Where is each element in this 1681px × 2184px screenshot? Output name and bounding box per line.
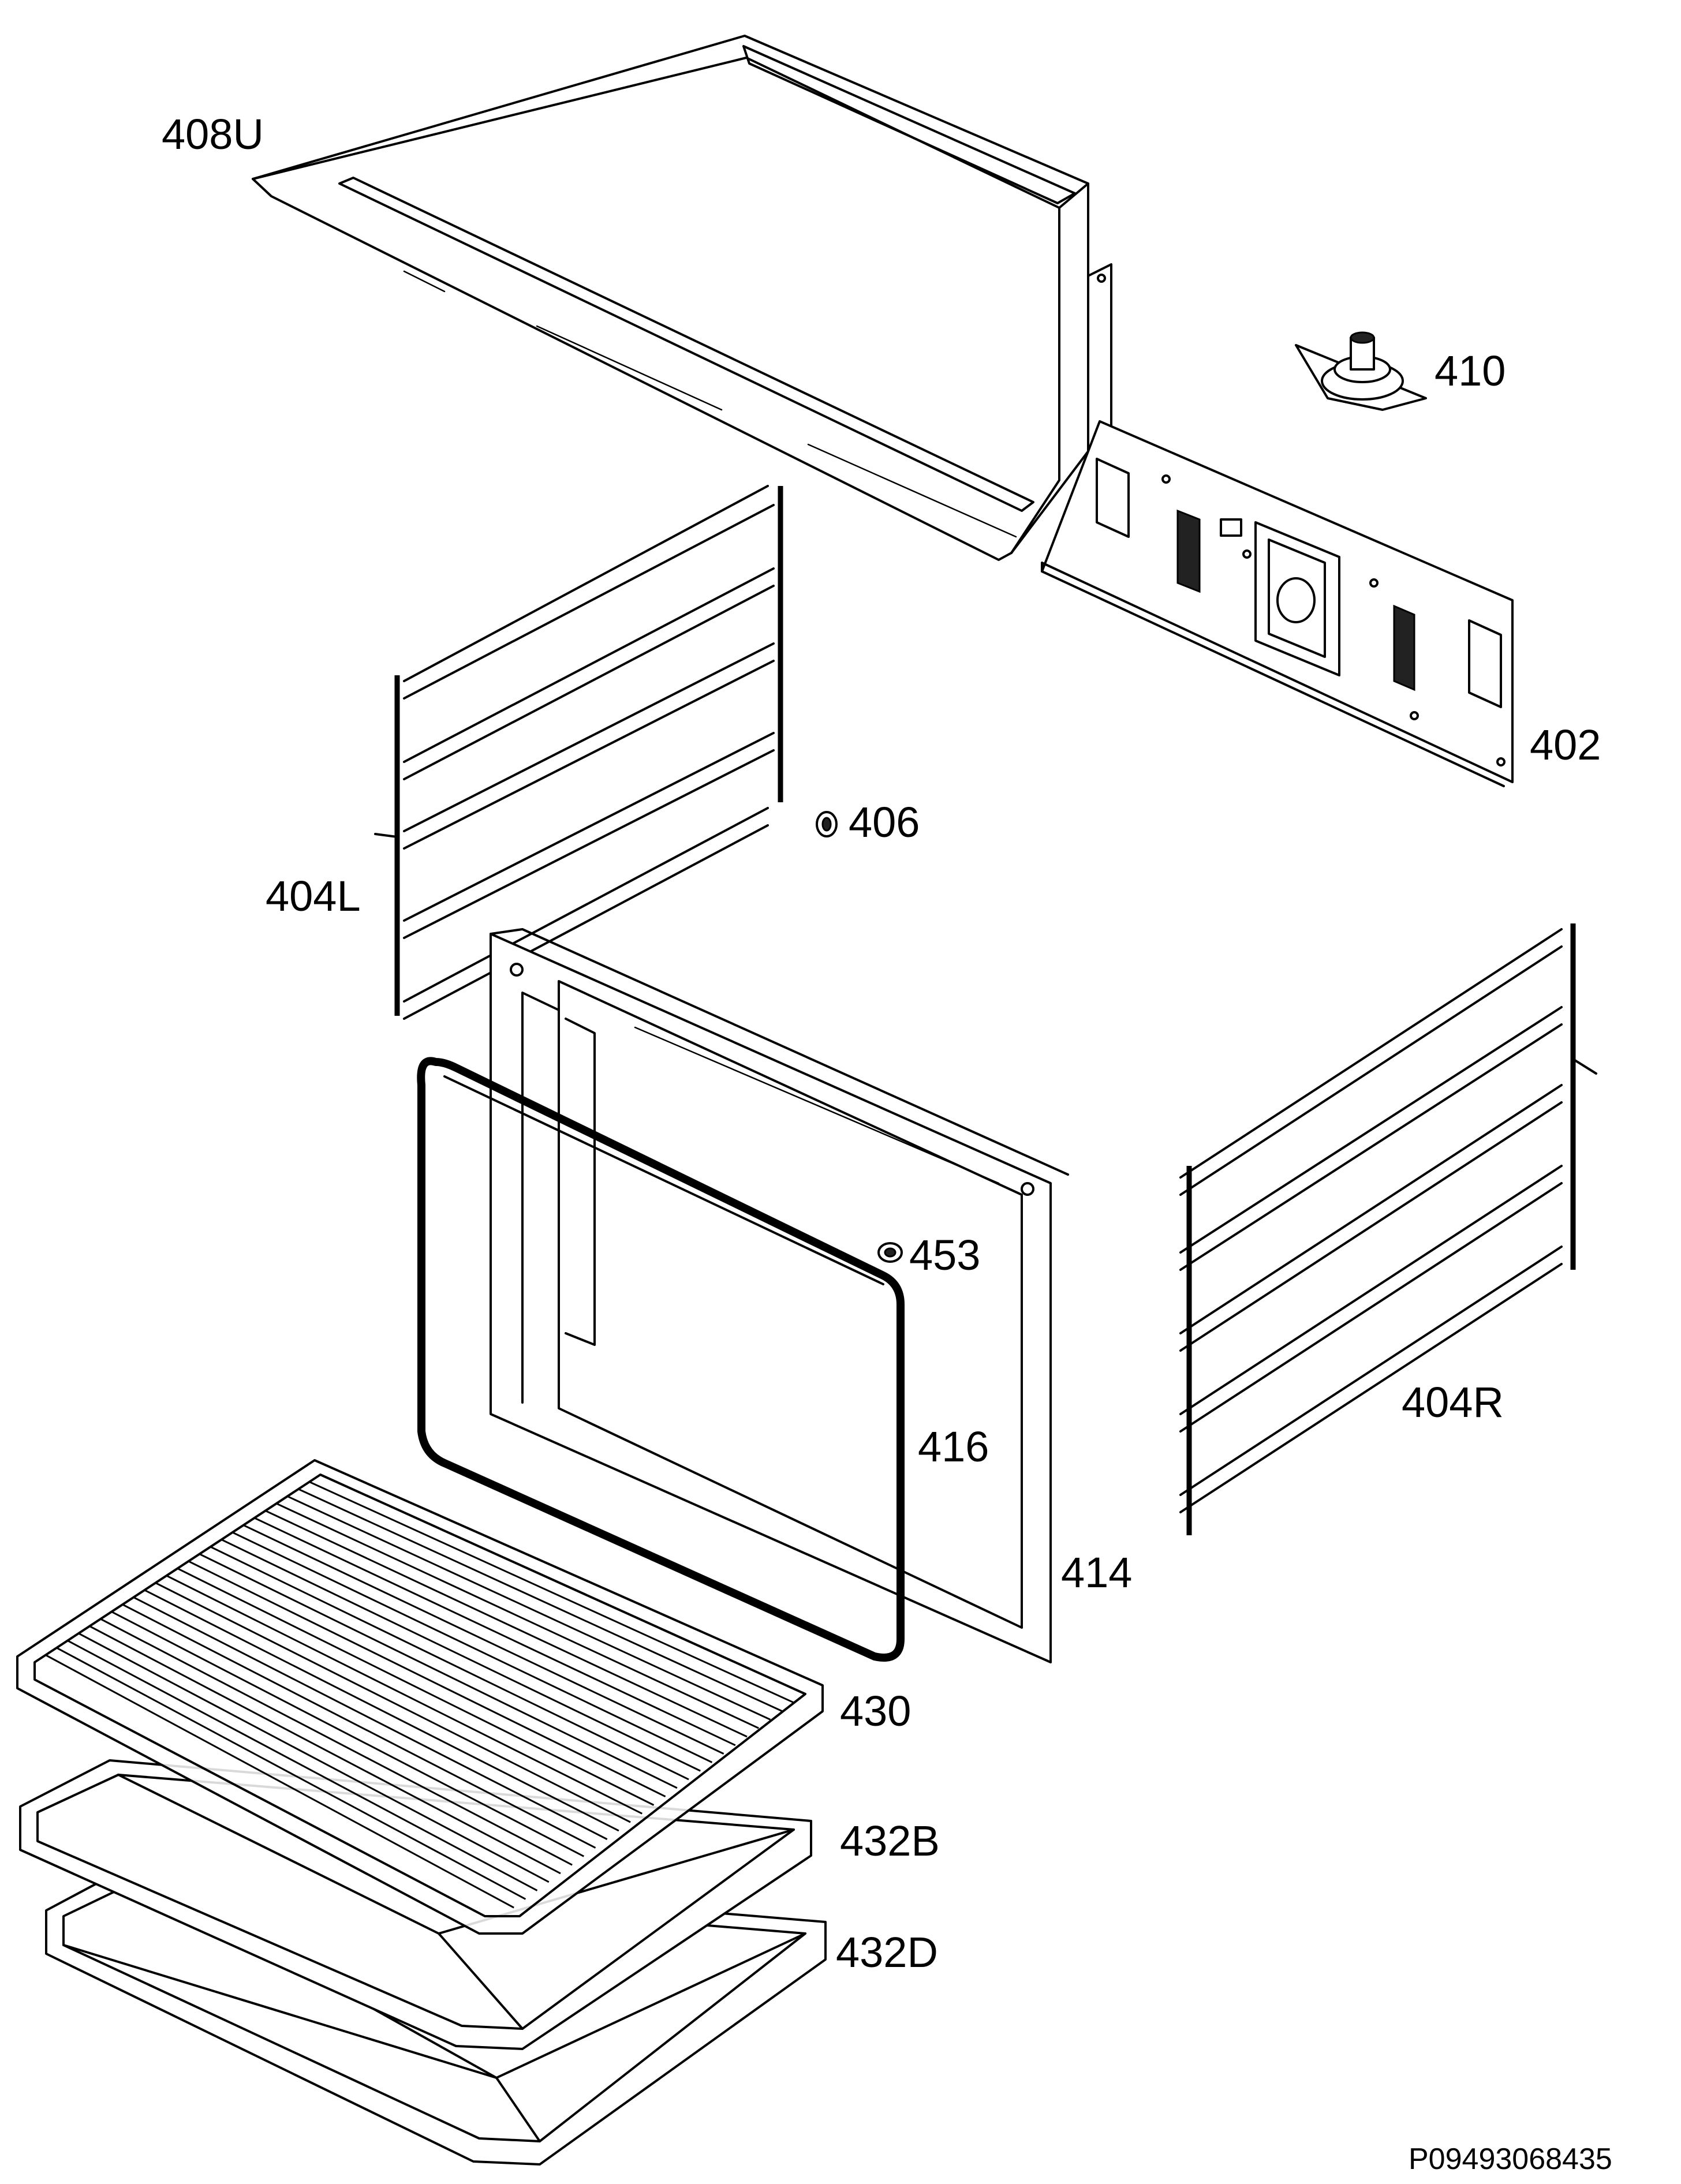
wire-bar [221,1539,701,1772]
part-402-back-panel [1041,420,1514,787]
wire-bar [243,1524,724,1755]
wire-bar [89,1625,561,1875]
wire-bar [155,1582,631,1823]
label-453: 453 [909,1231,980,1279]
wire-bar [144,1589,619,1832]
label-404l: 404L [266,872,361,920]
wire-bar [287,1495,771,1721]
wire-bar [133,1596,608,1841]
wire-bar [111,1611,585,1857]
wire-bar [122,1603,596,1849]
wire-bar [199,1553,678,1789]
label-432b: 432B [840,1817,940,1865]
wire-bar [67,1640,538,1891]
part-416-door-gasket [417,1057,905,1662]
drawing-code: P09493068435 [1409,2142,1612,2176]
wire-bar [276,1502,759,1729]
wire-bar [166,1575,642,1815]
wire-shelf-bars [45,1481,794,1909]
wire-bar [210,1546,689,1781]
wire-bar [265,1510,748,1738]
part-406-small-clip [816,811,838,837]
wire-bar [232,1531,713,1763]
wire-bar [309,1481,794,1704]
label-406: 406 [849,798,920,846]
label-416: 416 [918,1423,989,1471]
wire-bar [298,1488,783,1712]
label-410: 410 [1435,347,1506,395]
wire-bar [254,1517,736,1747]
wire-bar [45,1654,514,1909]
part-408u-top-panel [252,35,1112,561]
label-402: 402 [1530,721,1601,769]
part-410-motor-mount [1295,331,1427,411]
label-404r: 404R [1402,1378,1504,1426]
wire-bar [177,1568,655,1806]
wire-bar [100,1618,573,1866]
wire-bar [78,1632,550,1883]
wire-bar [56,1647,526,1900]
part-430-wire-grid-shelf [16,1459,824,1935]
part-404l-left-shelf-support [374,485,783,1020]
label-432d: 432D [836,1928,938,1976]
label-408u: 408U [162,110,264,158]
part-453-small-fastener [877,1242,903,1263]
label-414: 414 [1061,1549,1132,1596]
wire-bar [188,1560,666,1798]
label-430: 430 [840,1687,911,1735]
part-404r-right-shelf-support [1179,923,1597,1535]
part-414-door-frame [490,928,1069,1663]
